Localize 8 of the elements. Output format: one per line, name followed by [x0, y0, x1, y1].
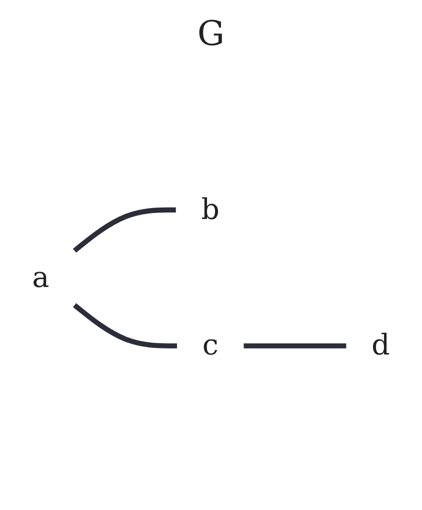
connector	[72, 208, 176, 253]
node-text: b	[201, 192, 220, 226]
node-text: c	[202, 328, 218, 362]
connector	[244, 343, 346, 348]
connector	[72, 303, 177, 348]
node-text: d	[372, 328, 390, 362]
diagram-title: G	[196, 14, 226, 54]
node-text: a	[32, 260, 50, 294]
